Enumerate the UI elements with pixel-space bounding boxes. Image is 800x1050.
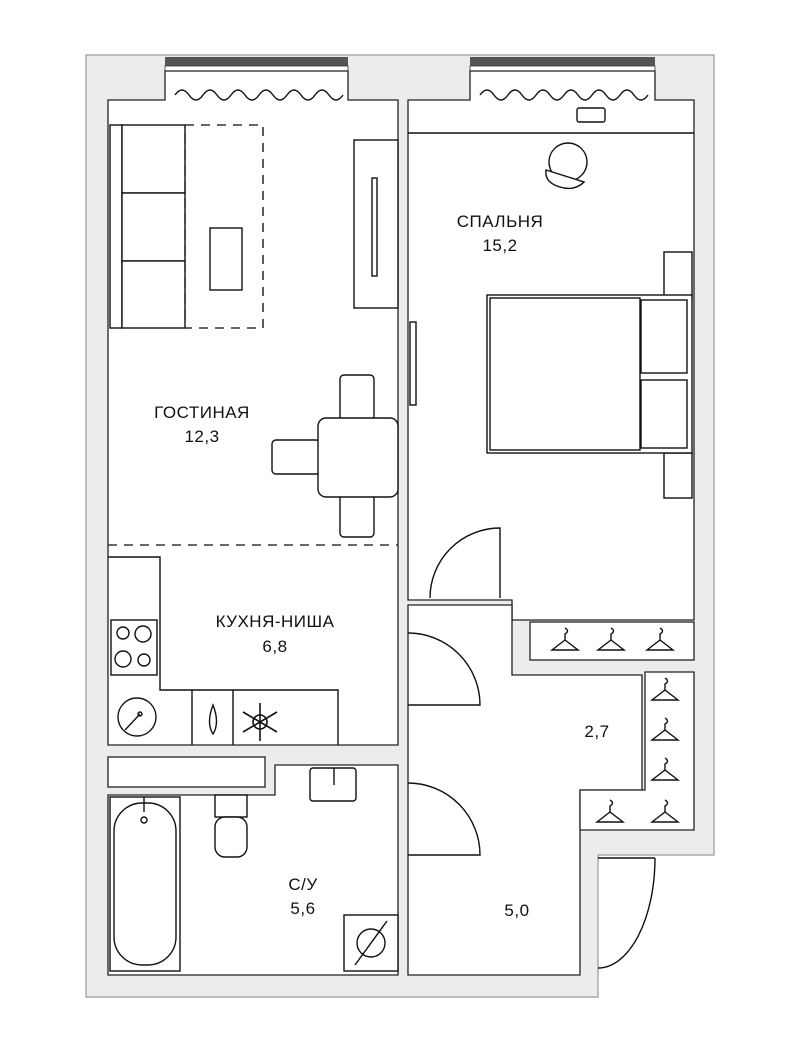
bathroom-name: С/У [288,875,317,894]
kitchen-door[interactable] [407,632,481,706]
bathroom-door[interactable] [407,782,481,856]
bedroom-door[interactable] [429,527,501,599]
washing-machine-icon [343,914,399,972]
snowflake-icon [242,703,278,741]
dining-set [271,374,399,538]
window-bedroom [469,57,656,72]
sink-icon [117,697,157,737]
window-living [164,57,349,72]
toilet [214,794,248,858]
closet-right [579,671,695,831]
curtain-living [174,89,344,101]
sliding-mirror [409,321,417,406]
kitchen-area: 6,8 [262,637,287,656]
nightstand-top [663,251,693,298]
water-drop-icon [208,703,218,736]
wardrobe-area: 2,7 [584,722,609,741]
kitchen-name: КУХНЯ-НИША [216,612,335,631]
nightstand-bottom [663,452,693,499]
bedroom-area: 15,2 [482,236,517,255]
sofa [109,124,186,329]
shaft-box [107,756,266,788]
kitchen-counter [108,556,339,745]
bathroom-area: 5,6 [290,899,315,918]
curtain-bedroom [479,89,649,101]
living-room-name: ГОСТИНАЯ [154,403,250,422]
hallway-area: 5,0 [504,901,529,920]
bathtub [109,796,181,972]
armchair [545,142,588,190]
living-room-area: 12,3 [184,427,219,446]
coffee-table [209,227,243,291]
tv [371,177,378,277]
bedroom-name: СПАЛЬНЯ [457,212,544,231]
washbasin [309,767,357,802]
bedroom-item [576,107,606,123]
hob-icon [110,619,158,676]
rug [184,124,264,329]
hanger-icons [549,627,681,823]
entrance-door[interactable] [597,857,656,969]
bed [486,294,693,454]
